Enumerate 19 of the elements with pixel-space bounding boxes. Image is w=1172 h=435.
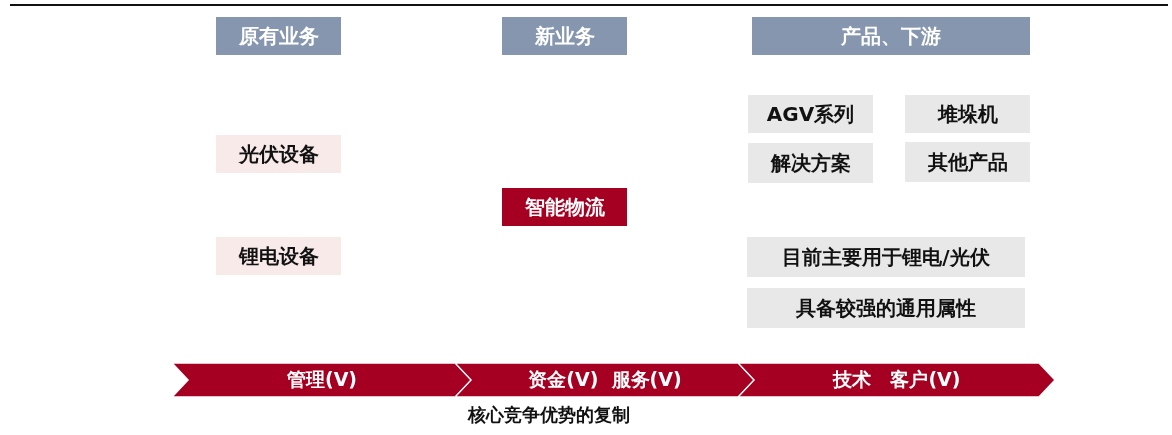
caption: 核心竞争优势的复制 <box>468 403 630 427</box>
product-box: 其他产品 <box>905 142 1030 182</box>
header-box: 原有业务 <box>216 17 341 55</box>
product-box: 具备较强的通用属性 <box>747 288 1025 328</box>
product-box: AGV系列 <box>748 95 873 133</box>
business-box: 光伏设备 <box>216 135 341 173</box>
chevron-band <box>172 363 472 397</box>
header-box: 产品、下游 <box>752 17 1030 55</box>
product-box: 解决方案 <box>748 143 873 183</box>
chevron-label: 资金(V) 服务(V) <box>528 367 682 392</box>
business-box: 锂电设备 <box>216 237 341 275</box>
product-box: 堆垛机 <box>905 95 1030 133</box>
chevron-label: 技术 客户(V) <box>832 367 961 392</box>
highlight-box: 智能物流 <box>502 188 627 226</box>
product-box: 目前主要用于锂电/光伏 <box>747 237 1025 277</box>
header-box: 新业务 <box>502 17 627 55</box>
chevron-band <box>455 363 755 397</box>
chevron-band <box>738 363 1055 397</box>
chevron-label: 管理(V) <box>286 367 358 392</box>
